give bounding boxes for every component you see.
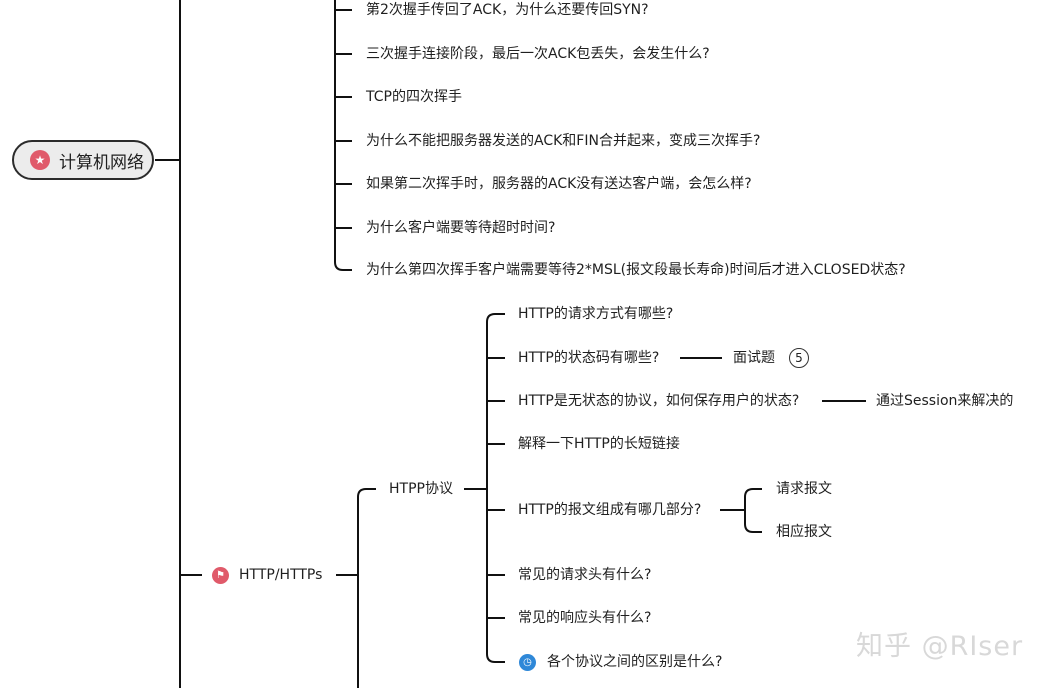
root-label: 计算机网络 — [59, 152, 144, 173]
topic-http-methods[interactable]: HTTP的请求方式有哪些? — [518, 305, 674, 323]
topic-tcp-2msl[interactable]: 为什么第四次挥手客户端需要等待2*MSL(报文段最长寿命)时间后才进入CLOSE… — [366, 261, 906, 279]
topic-http-keepalive[interactable]: 解释一下HTTP的长短链接 — [518, 435, 680, 453]
topic-http-request-headers[interactable]: 常见的请求头有什么? — [518, 566, 652, 584]
count-badge[interactable]: 5 — [789, 348, 809, 368]
clock-icon: ◷ — [519, 654, 536, 671]
topic-request-message[interactable]: 请求报文 — [776, 480, 832, 498]
topic-http-response-headers[interactable]: 常见的响应头有什么? — [518, 609, 652, 627]
topic-http-https[interactable]: HTTP/HTTPs — [239, 566, 323, 584]
topic-http-message-parts[interactable]: HTTP的报文组成有哪几部分? — [518, 501, 702, 519]
topic-http-protocol[interactable]: HTPP协议 — [389, 480, 453, 498]
root-node[interactable]: ★ 计算机网络 — [12, 140, 154, 180]
flag-icon: ⚑ — [212, 567, 229, 584]
watermark: 知乎 @RIser — [856, 631, 1024, 662]
topic-tcp-client-timeout[interactable]: 为什么客户端要等待超时时间? — [366, 219, 556, 237]
topic-tcp-ack-lost[interactable]: 三次握手连接阶段，最后一次ACK包丢失，会发生什么? — [366, 45, 710, 63]
topic-protocol-differences[interactable]: 各个协议之间的区别是什么? — [547, 653, 723, 671]
topic-http-status-codes[interactable]: HTTP的状态码有哪些? — [518, 349, 660, 367]
topic-interview-questions[interactable]: 面试题 — [733, 349, 775, 367]
topic-tcp-syn-ack[interactable]: 第2次握手传回了ACK，为什么还要传回SYN? — [366, 1, 649, 19]
topic-tcp-four-way[interactable]: TCP的四次挥手 — [366, 88, 462, 106]
star-icon: ★ — [30, 150, 50, 170]
topic-session-solution[interactable]: 通过Session来解决的 — [876, 392, 1014, 410]
topic-http-stateless[interactable]: HTTP是无状态的协议，如何保存用户的状态? — [518, 392, 800, 410]
topic-response-message[interactable]: 相应报文 — [776, 523, 832, 541]
topic-tcp-second-wave[interactable]: 如果第二次挥手时，服务器的ACK没有送达客户端，会怎么样? — [366, 175, 752, 193]
topic-tcp-merge-ack-fin[interactable]: 为什么不能把服务器发送的ACK和FIN合并起来，变成三次挥手? — [366, 132, 761, 150]
